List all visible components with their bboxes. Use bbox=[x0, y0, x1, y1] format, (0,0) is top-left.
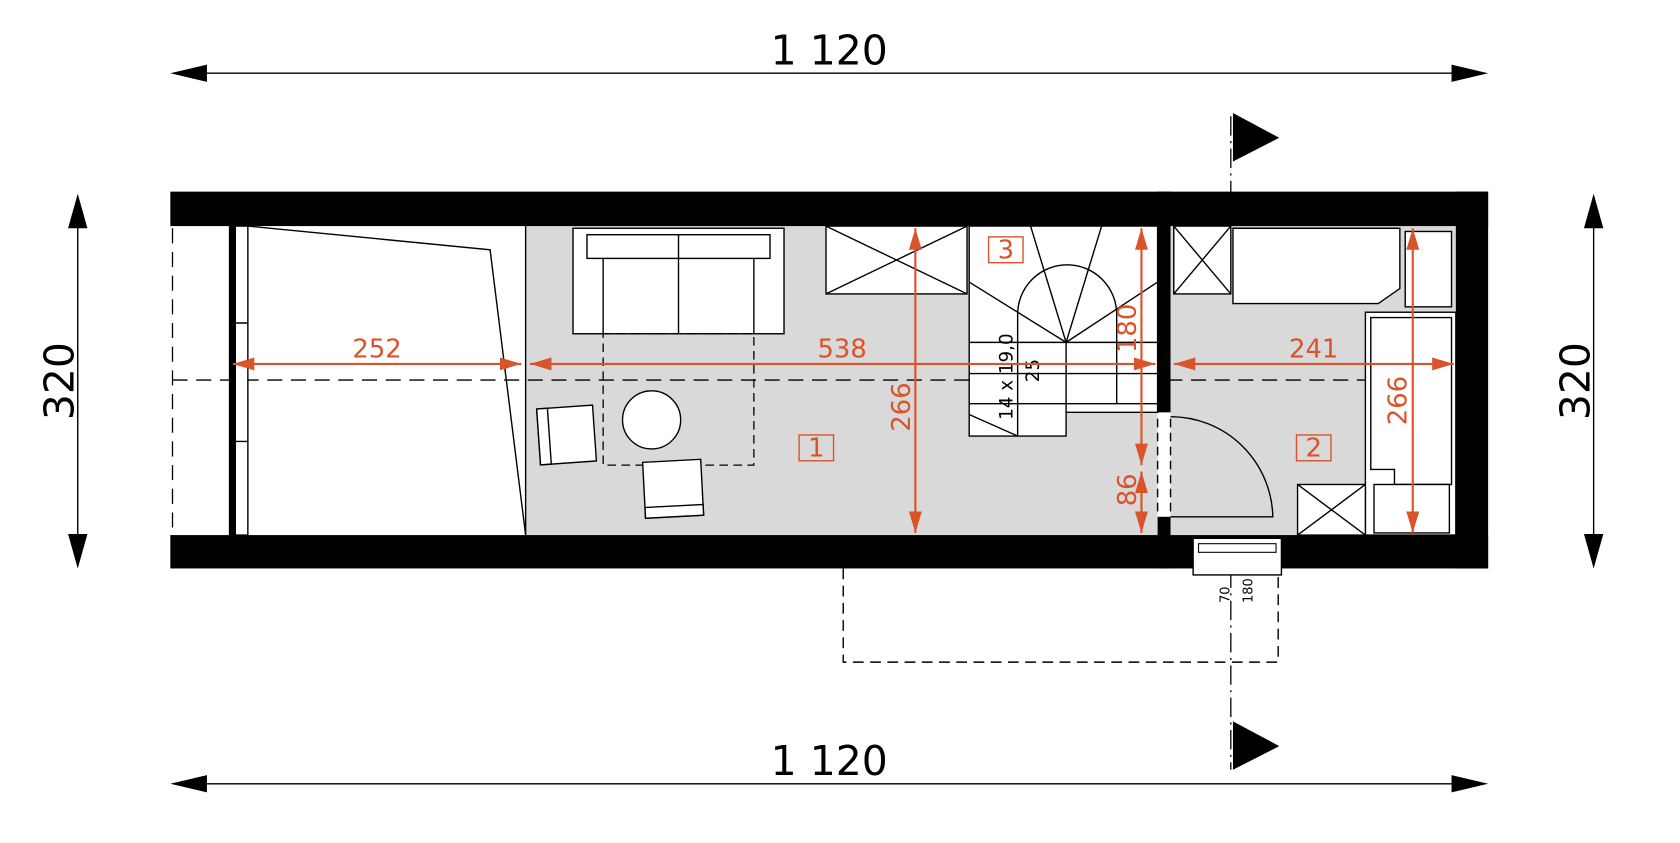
section-arrow-top-icon bbox=[1232, 113, 1280, 162]
entrance-step: 70 180 bbox=[1192, 537, 1283, 603]
room-tag-2: 2 bbox=[1295, 433, 1332, 463]
svg-text:1: 1 bbox=[808, 433, 824, 463]
svg-text:3: 3 bbox=[998, 235, 1014, 265]
cabinet bbox=[825, 225, 968, 295]
entrance-door bbox=[1156, 415, 1274, 518]
armchair bbox=[641, 458, 705, 520]
step-180-label: 180 bbox=[1241, 578, 1256, 603]
dimension-top: 1 120 bbox=[170, 27, 1489, 82]
armchair bbox=[535, 404, 598, 466]
coffee-table bbox=[621, 390, 682, 450]
cabinet bbox=[1296, 483, 1367, 536]
glazed-wall bbox=[228, 225, 249, 536]
dimension-left: 320 bbox=[35, 193, 88, 569]
stair-steps-label: 14 x 19,0 bbox=[996, 333, 1017, 419]
dim-252: 252 bbox=[352, 334, 401, 364]
room-tag-1: 1 bbox=[798, 433, 835, 463]
dimension-bottom: 1 120 bbox=[170, 737, 1489, 793]
dim-266-room2: 266 bbox=[1383, 376, 1413, 425]
sofa bbox=[572, 227, 785, 335]
interior-dimensions: 252 538 241 266 266 180 86 bbox=[232, 228, 1454, 533]
dimension-top-label: 1 120 bbox=[771, 27, 888, 75]
dim-180: 180 bbox=[1113, 304, 1143, 353]
section-arrow-bottom-icon bbox=[1232, 721, 1280, 770]
dimension-left-label: 320 bbox=[35, 342, 83, 420]
wardrobe bbox=[1173, 225, 1232, 295]
dim-86: 86 bbox=[1113, 473, 1143, 506]
dim-241: 241 bbox=[1289, 334, 1338, 364]
dimension-right: 320 bbox=[1551, 193, 1604, 569]
step-70-label: 70 bbox=[1219, 586, 1234, 602]
dim-266-living: 266 bbox=[887, 382, 917, 431]
room-tag-3: 3 bbox=[987, 235, 1024, 265]
dim-538: 538 bbox=[817, 334, 866, 364]
stair-tread-label: 25 bbox=[1023, 359, 1044, 382]
bed-top bbox=[1232, 227, 1453, 308]
dimension-right-label: 320 bbox=[1551, 342, 1599, 420]
terrace-awning bbox=[247, 225, 527, 536]
svg-text:2: 2 bbox=[1305, 433, 1321, 463]
dimension-bottom-label: 1 120 bbox=[771, 737, 888, 785]
terrace-outline bbox=[842, 568, 1279, 663]
